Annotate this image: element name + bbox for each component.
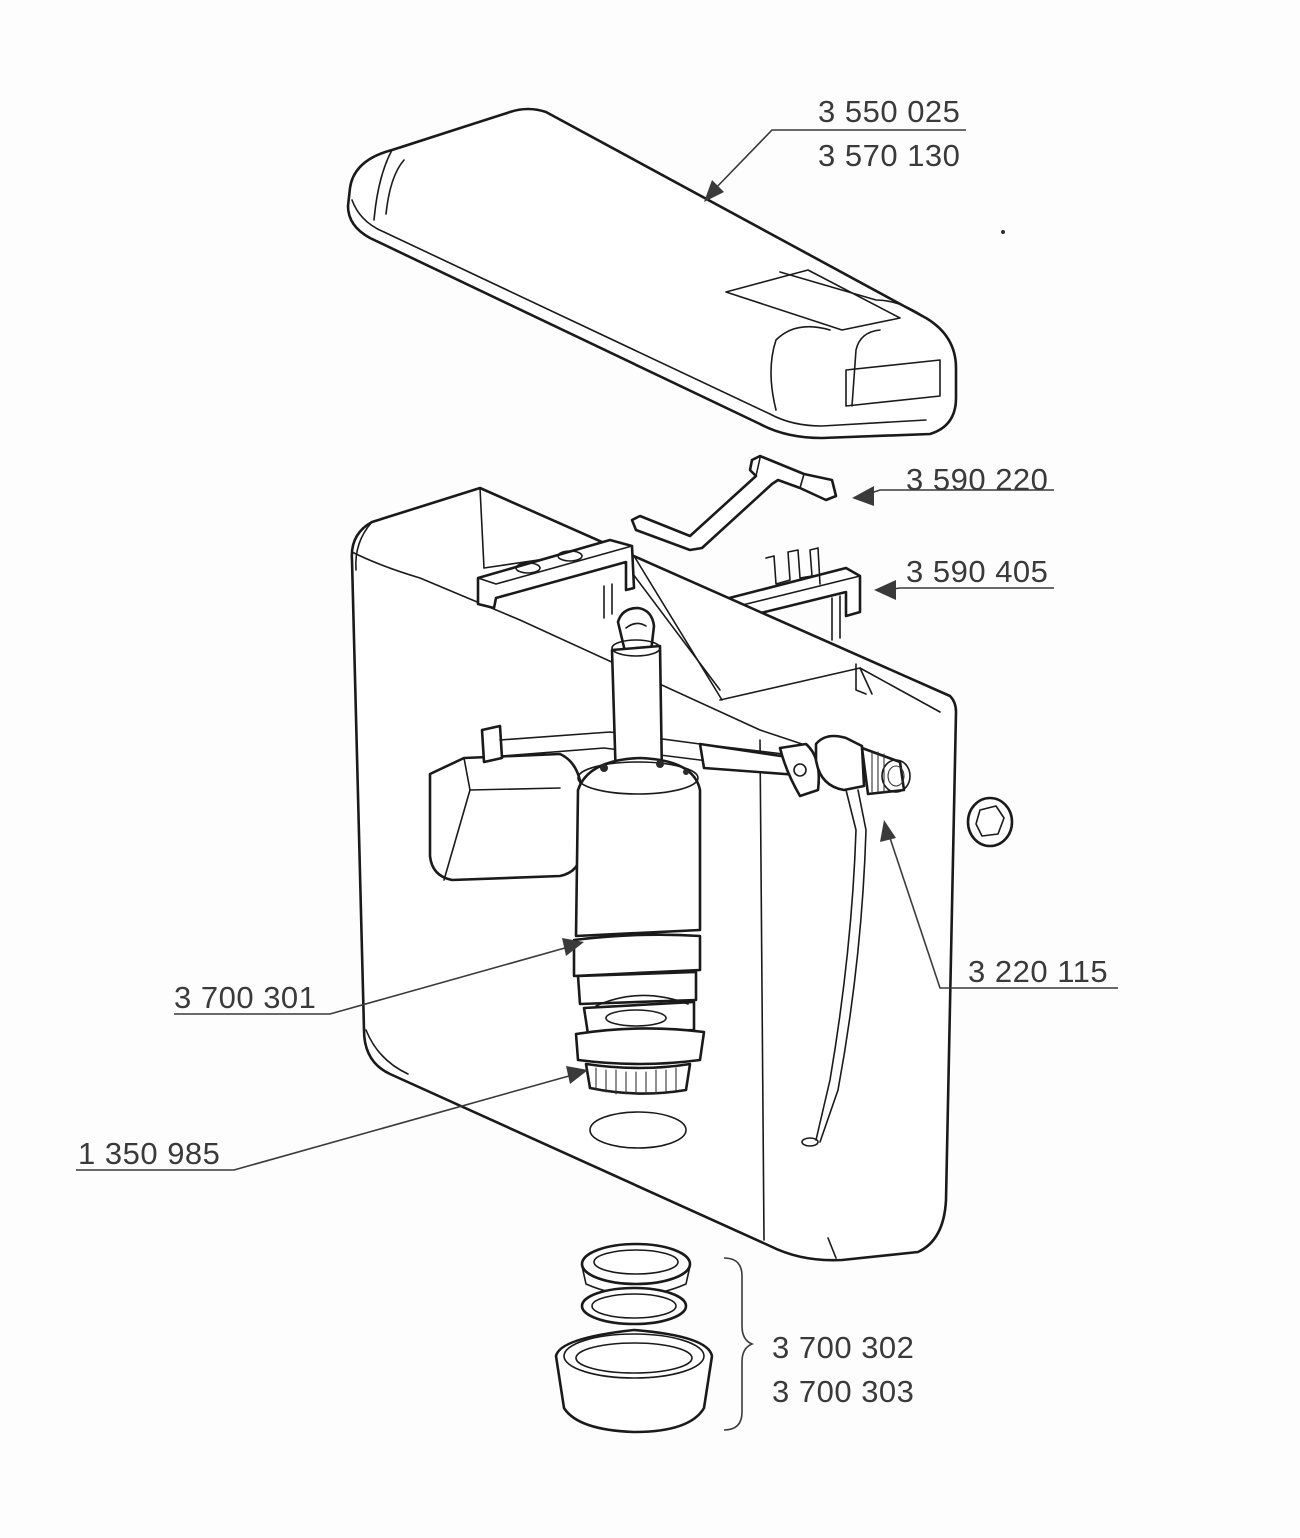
locknut-part-number: 1 350 985 — [78, 1136, 221, 1171]
side-plug — [966, 796, 1014, 848]
seals-brace — [723, 1257, 755, 1431]
flush-lever — [630, 454, 838, 552]
flush-valve — [572, 606, 706, 1095]
cistern-cover — [346, 107, 958, 440]
seals-part-number-2: 3 700 303 — [772, 1374, 915, 1409]
flush-valve-part-number: 3 700 301 — [174, 980, 317, 1015]
bracket-part-number: 3 590 405 — [906, 554, 1049, 589]
cover-part-number-2: 3 570 130 — [818, 138, 961, 173]
fill-valve-part-number: 3 220 115 — [968, 954, 1109, 989]
rim-bracket — [476, 538, 636, 619]
seal-rings — [554, 1242, 714, 1434]
float-and-fill-valve — [428, 724, 911, 1147]
lever-part-number: 3 590 220 — [906, 462, 1049, 497]
leader-lines — [76, 129, 1118, 1171]
cover-part-number-1: 3 550 025 — [818, 94, 961, 129]
seals-part-number-1: 3 700 302 — [772, 1330, 915, 1365]
